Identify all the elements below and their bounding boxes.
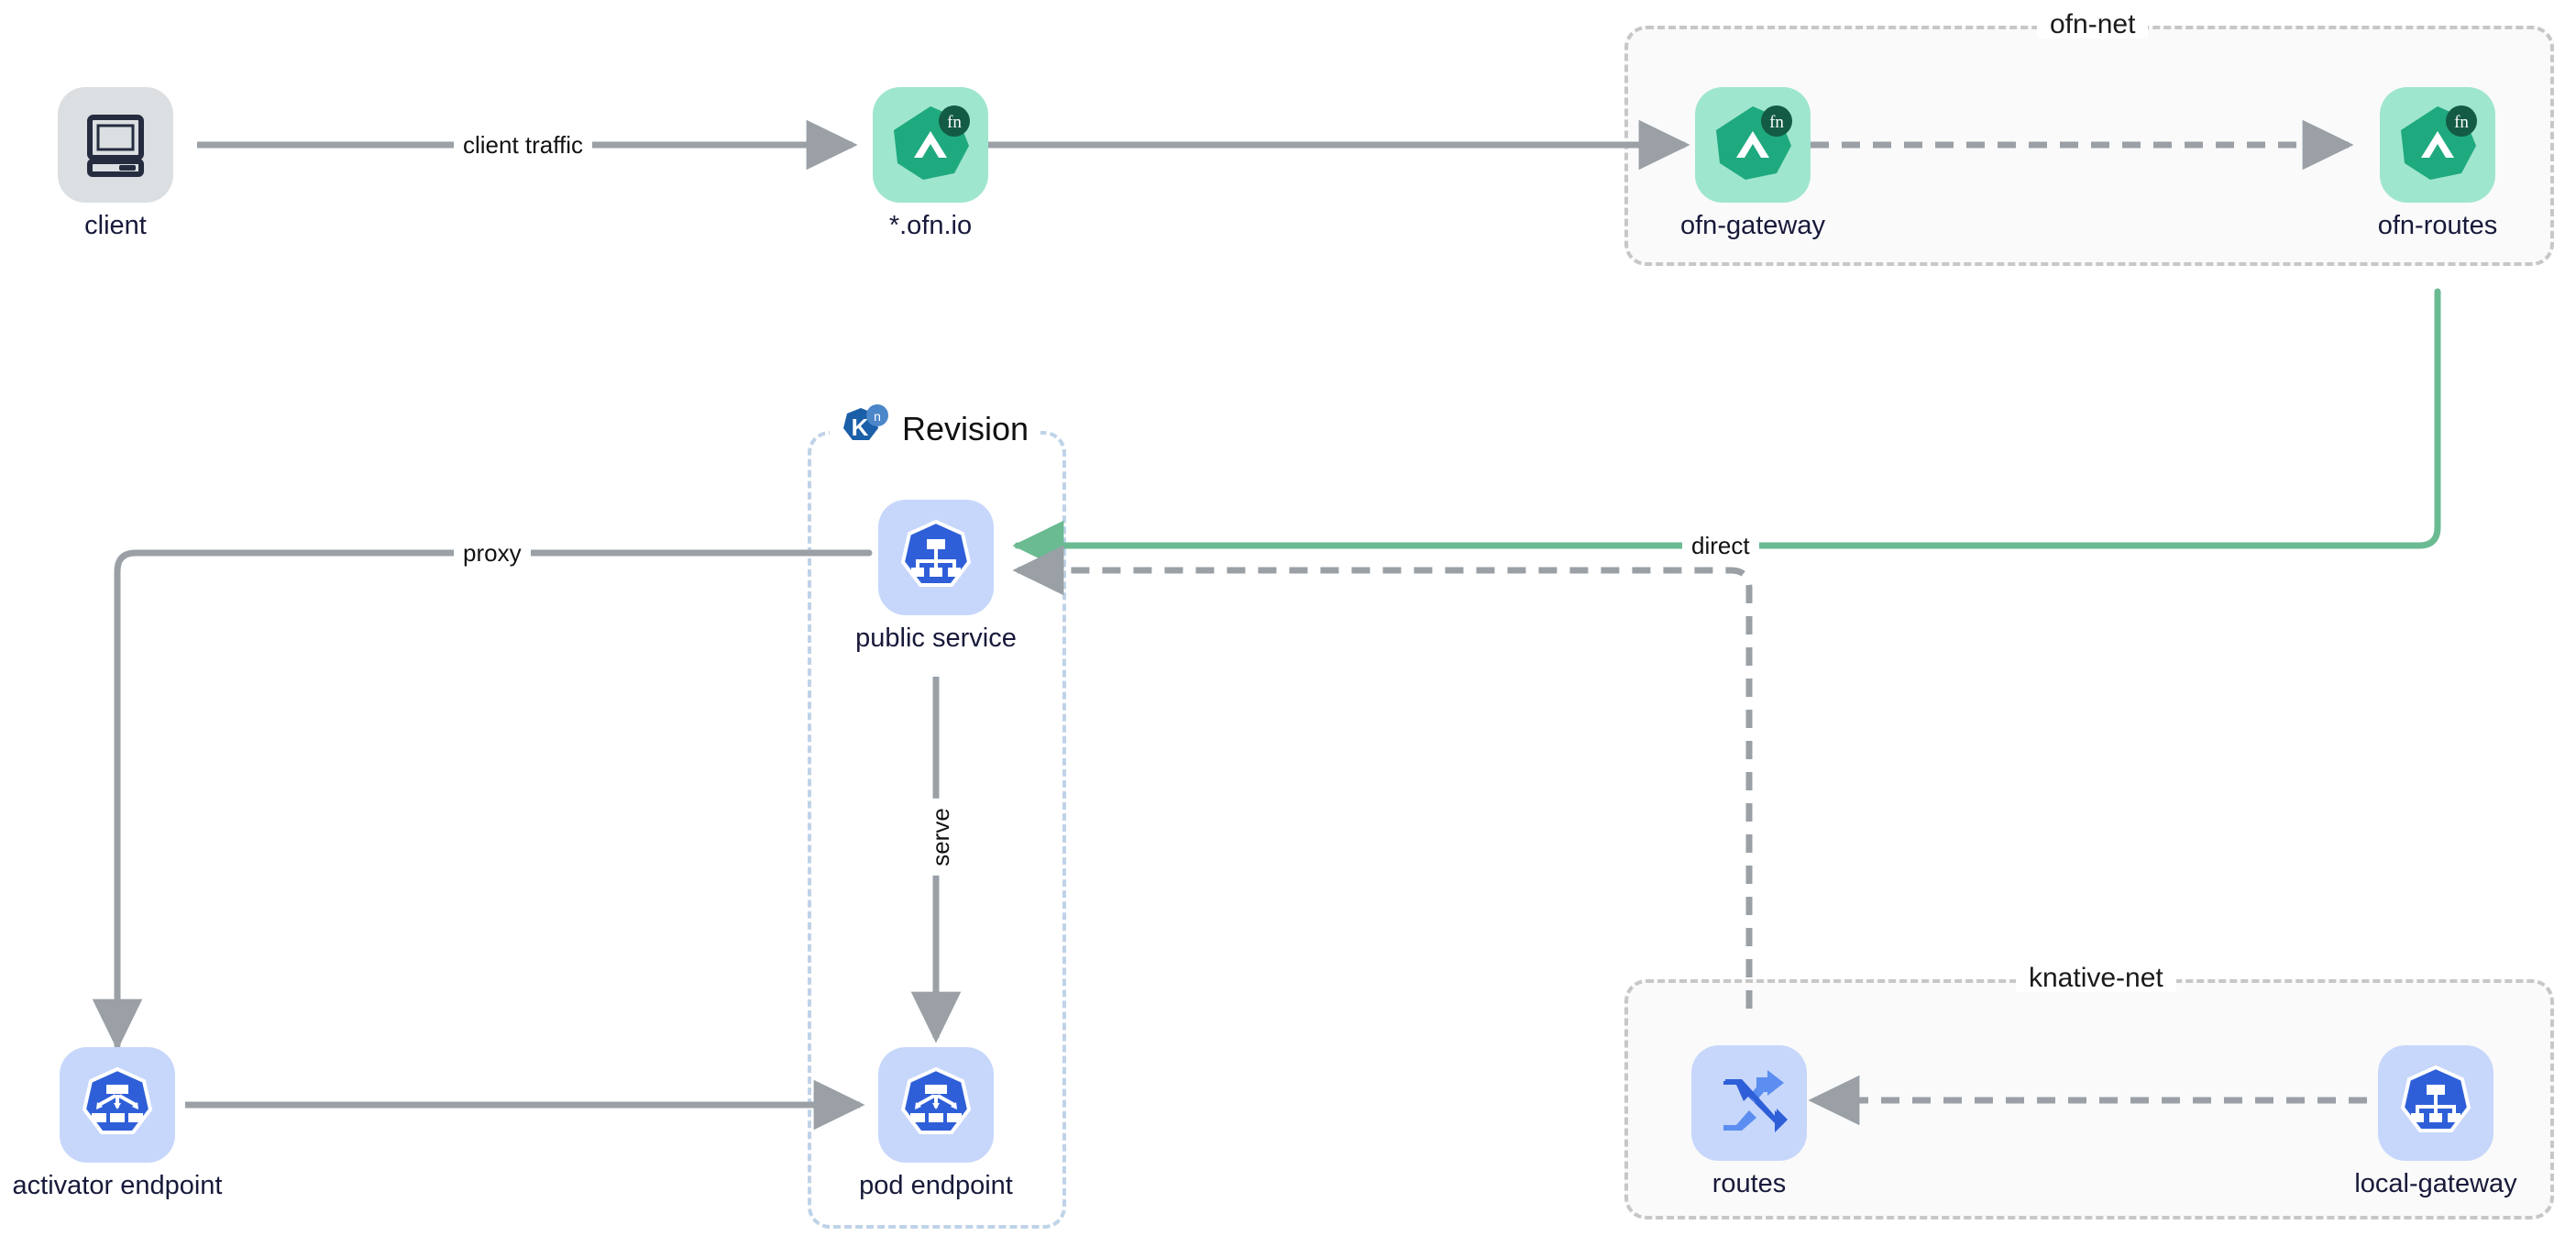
svg-text:fn: fn (1769, 113, 1784, 132)
group-revision-label: Revision (902, 410, 1029, 447)
node-pod-endpoint[interactable]: pod endpoint (859, 1047, 1013, 1201)
ofn-io-tile: fn (873, 87, 988, 203)
client-tile (58, 87, 173, 203)
node-routes-label: routes (1712, 1169, 1787, 1198)
svg-text:K: K (852, 414, 869, 441)
desktop-computer-icon (87, 115, 144, 177)
node-client-label: client (84, 211, 147, 240)
node-ofn-routes[interactable]: fn ofn-routes (2377, 87, 2498, 241)
edge-label-serve: serve (927, 799, 954, 876)
node-ofn-io[interactable]: fn *.ofn.io (873, 87, 988, 241)
fn-chevron-icon: fn (2401, 105, 2477, 180)
local-gateway-tile (2378, 1045, 2493, 1161)
k8s-service-icon (2400, 1065, 2471, 1132)
ofn-gateway-tile: fn (1695, 87, 1811, 203)
group-ofn-net-label: ofn-net (2037, 11, 2149, 39)
fn-chevron-icon: fn (894, 105, 970, 180)
node-local-gateway[interactable]: local-gateway (2354, 1045, 2517, 1199)
edge-routes-to-public (1012, 545, 1753, 1009)
node-ofn-gateway[interactable]: fn ofn-gateway (1680, 87, 1825, 241)
shuffle-routes-icon (1723, 1070, 1788, 1132)
edge-public-to-activator (92, 549, 873, 1051)
pod-endpoint-tile (878, 1047, 994, 1163)
public-service-tile (878, 500, 994, 615)
k8s-endpoint-icon (82, 1066, 153, 1134)
node-ofn-routes-label: ofn-routes (2377, 211, 2498, 240)
node-local-gateway-label: local-gateway (2354, 1169, 2517, 1198)
edge-ofnroutes-to-public (1012, 288, 2441, 571)
node-activator-endpoint[interactable]: activator endpoint (13, 1047, 222, 1201)
edge-label-proxy: proxy (454, 541, 531, 565)
fn-chevron-icon: fn (1716, 105, 1792, 180)
k8s-endpoint-icon (900, 1066, 972, 1134)
svg-text:n: n (874, 409, 881, 424)
node-activator-endpoint-label: activator endpoint (12, 1171, 223, 1200)
node-public-service-label: public service (855, 624, 1017, 653)
ofn-routes-tile: fn (2380, 87, 2495, 203)
group-knative-net-label: knative-net (2016, 965, 2176, 992)
k8s-service-icon (900, 519, 972, 587)
node-routes[interactable]: routes (1691, 1045, 1807, 1199)
node-pod-endpoint-label: pod endpoint (859, 1171, 1013, 1200)
node-ofn-gateway-label: ofn-gateway (1680, 211, 1825, 240)
node-public-service[interactable]: public service (855, 500, 1017, 654)
svg-text:fn: fn (947, 113, 962, 132)
knative-k-icon: K n (836, 403, 889, 461)
edge-label-client-traffic: client traffic (454, 133, 593, 157)
node-ofn-io-label: *.ofn.io (888, 211, 973, 240)
node-client[interactable]: client (58, 87, 173, 241)
edge-label-direct: direct (1682, 534, 1759, 557)
svg-text:fn: fn (2454, 113, 2469, 132)
activator-endpoint-tile (60, 1047, 175, 1163)
routes-tile (1691, 1045, 1807, 1161)
